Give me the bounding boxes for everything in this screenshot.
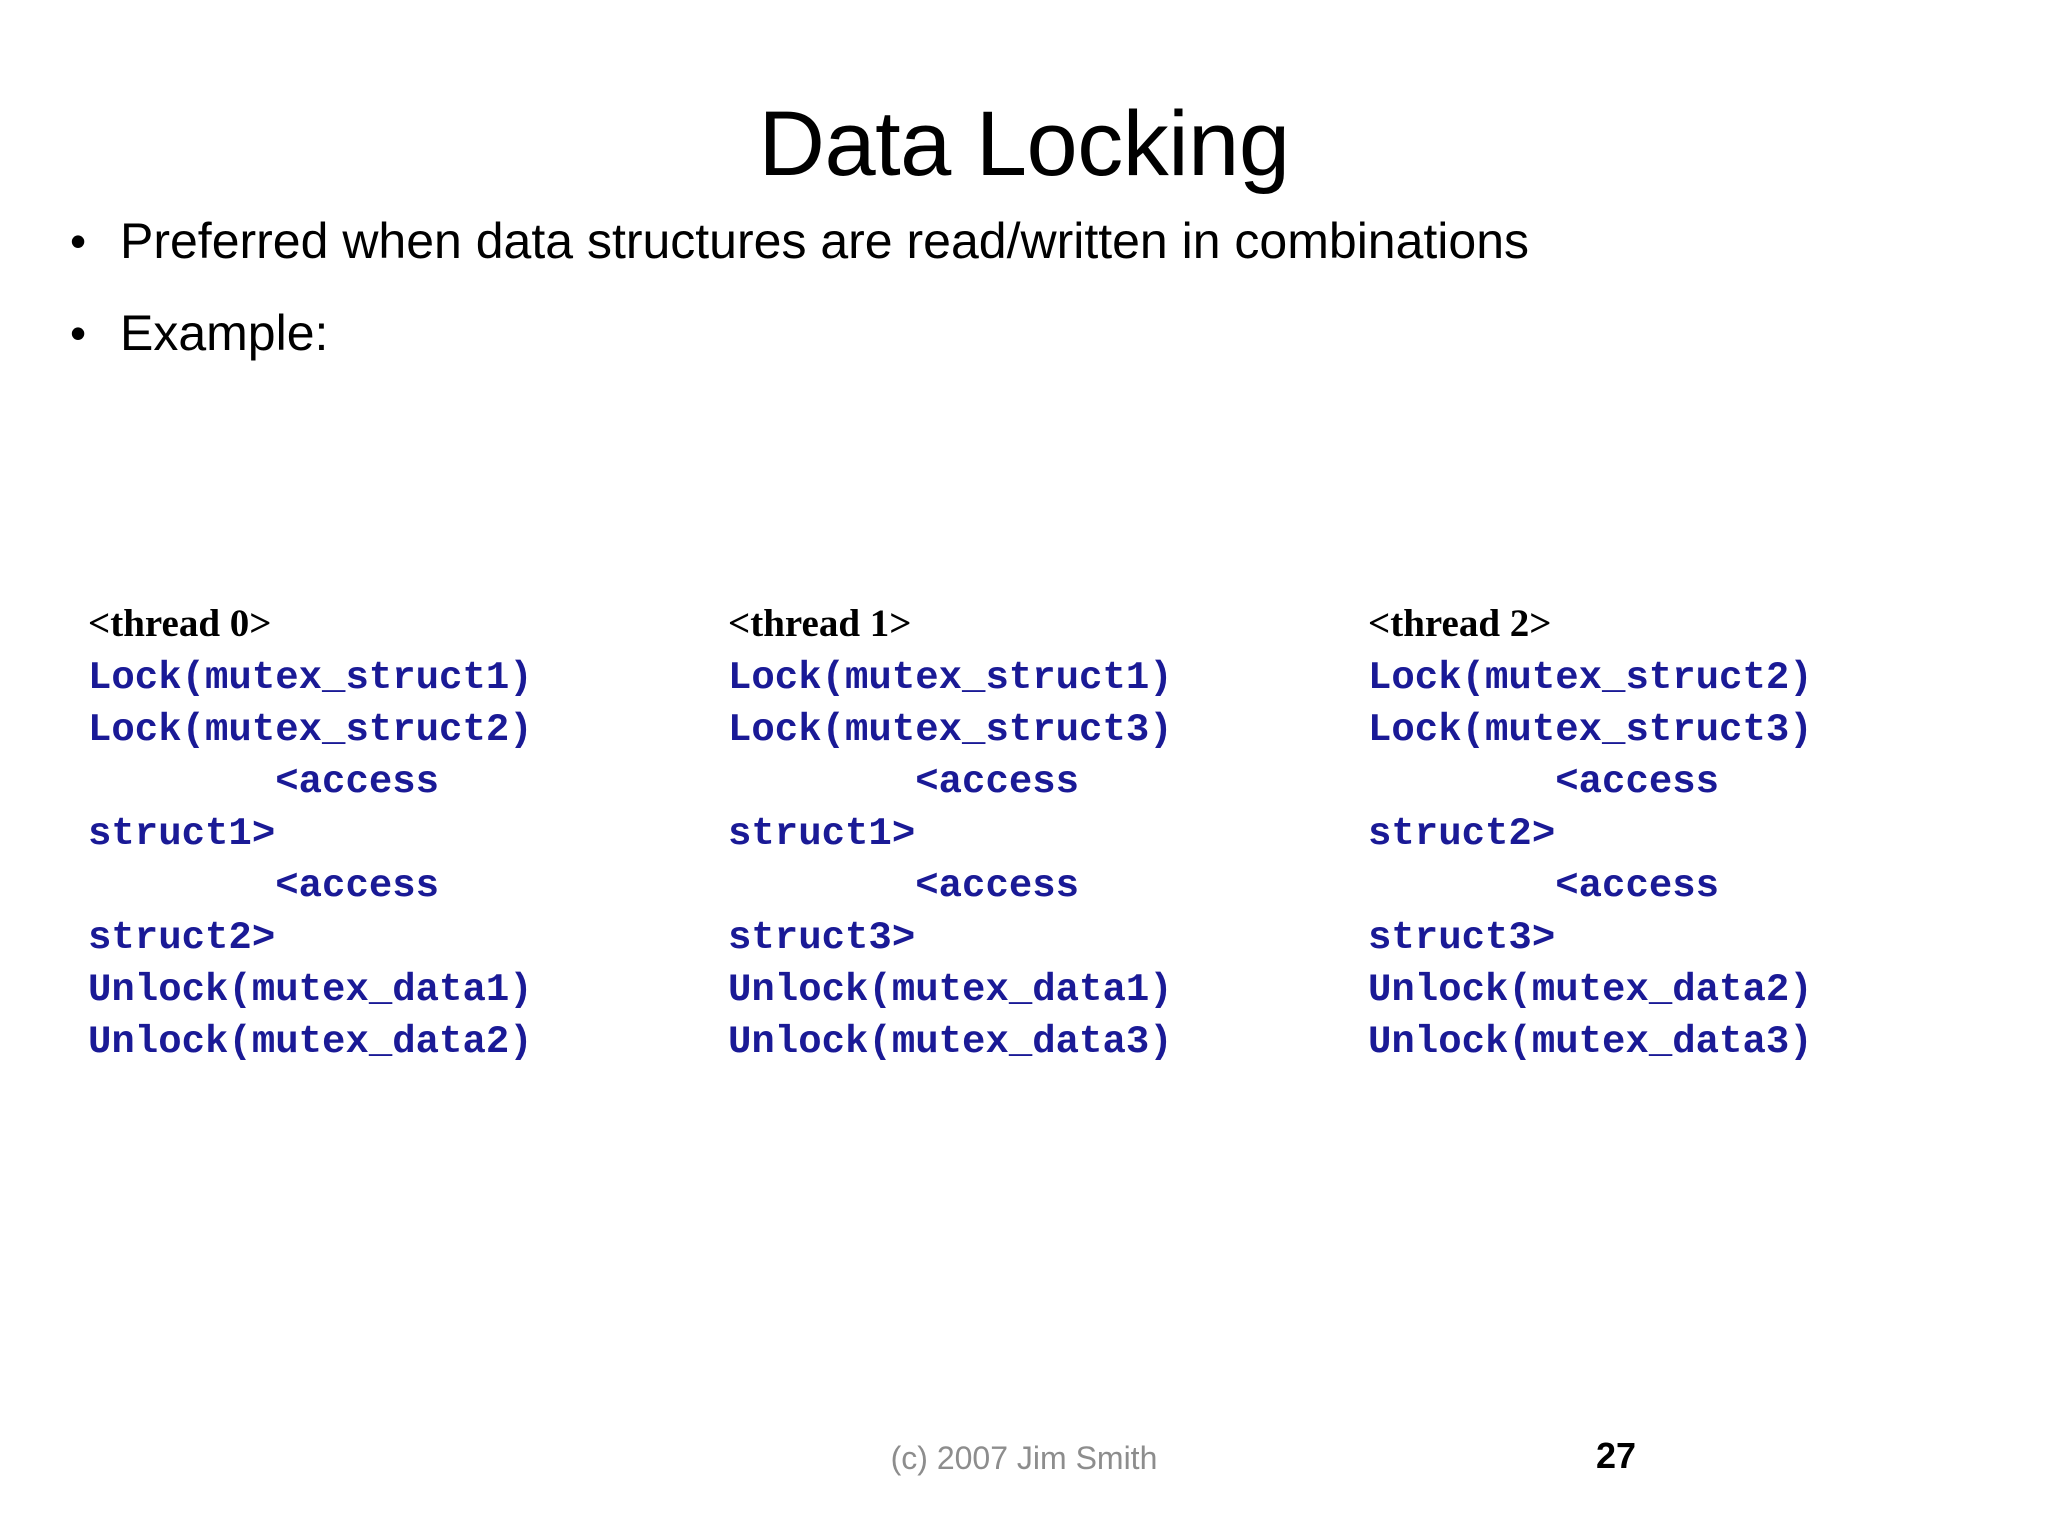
code-line: Unlock(mutex_data1) (88, 968, 533, 1012)
bullet-list: • Preferred when data structures are rea… (62, 208, 1622, 370)
bullet-text: Preferred when data structures are read/… (120, 213, 1530, 269)
code-line: Lock(mutex_struct2) (88, 708, 533, 752)
code-line: Unlock(mutex_data3) (728, 1020, 1173, 1064)
code-line: <access (88, 864, 440, 908)
thread-header: <thread 1> (728, 602, 912, 645)
code-example-block: <thread 0> Lock(mutex_struct1) Lock(mute… (88, 598, 1988, 1068)
code-line: struct3> (1368, 916, 1556, 960)
code-line: Unlock(mutex_data1) (728, 968, 1173, 1012)
code-line: Unlock(mutex_data2) (88, 1020, 533, 1064)
code-line: Lock(mutex_struct3) (1368, 708, 1813, 752)
bullet-dot-icon: • (70, 215, 87, 267)
code-line: Lock(mutex_struct3) (728, 708, 1173, 752)
code-line: Unlock(mutex_data3) (1368, 1020, 1813, 1064)
code-line: struct1> (88, 812, 276, 856)
code-line: struct1> (728, 812, 916, 856)
code-line: struct2> (88, 916, 276, 960)
code-line: struct2> (1368, 812, 1556, 856)
list-item: • Preferred when data structures are rea… (62, 208, 1622, 274)
code-line: Lock(mutex_struct1) (88, 656, 533, 700)
code-column-thread-0: <thread 0> Lock(mutex_struct1) Lock(mute… (88, 598, 728, 1068)
code-line: <access (88, 760, 440, 804)
code-column-thread-1: <thread 1> Lock(mutex_struct1) Lock(mute… (728, 598, 1368, 1068)
code-column-thread-2: <thread 2> Lock(mutex_struct2) Lock(mute… (1368, 598, 2008, 1068)
code-line: <access (1368, 864, 1720, 908)
code-line: <access (728, 760, 1080, 804)
code-line: <access (728, 864, 1080, 908)
page-title: Data Locking (758, 93, 1291, 195)
thread-header: <thread 0> (88, 602, 272, 645)
bullet-text: Example: (120, 305, 329, 361)
bullet-dot-icon: • (70, 307, 87, 359)
list-item: • Example: (62, 300, 1622, 366)
page-number: 27 (1596, 1435, 1637, 1476)
code-line: Lock(mutex_struct1) (728, 656, 1173, 700)
code-line: Unlock(mutex_data2) (1368, 968, 1813, 1012)
code-line: Lock(mutex_struct2) (1368, 656, 1813, 700)
thread-header: <thread 2> (1368, 602, 1552, 645)
code-line: <access (1368, 760, 1720, 804)
code-line: struct3> (728, 916, 916, 960)
footer-credit: (c) 2007 Jim Smith (890, 1440, 1158, 1476)
